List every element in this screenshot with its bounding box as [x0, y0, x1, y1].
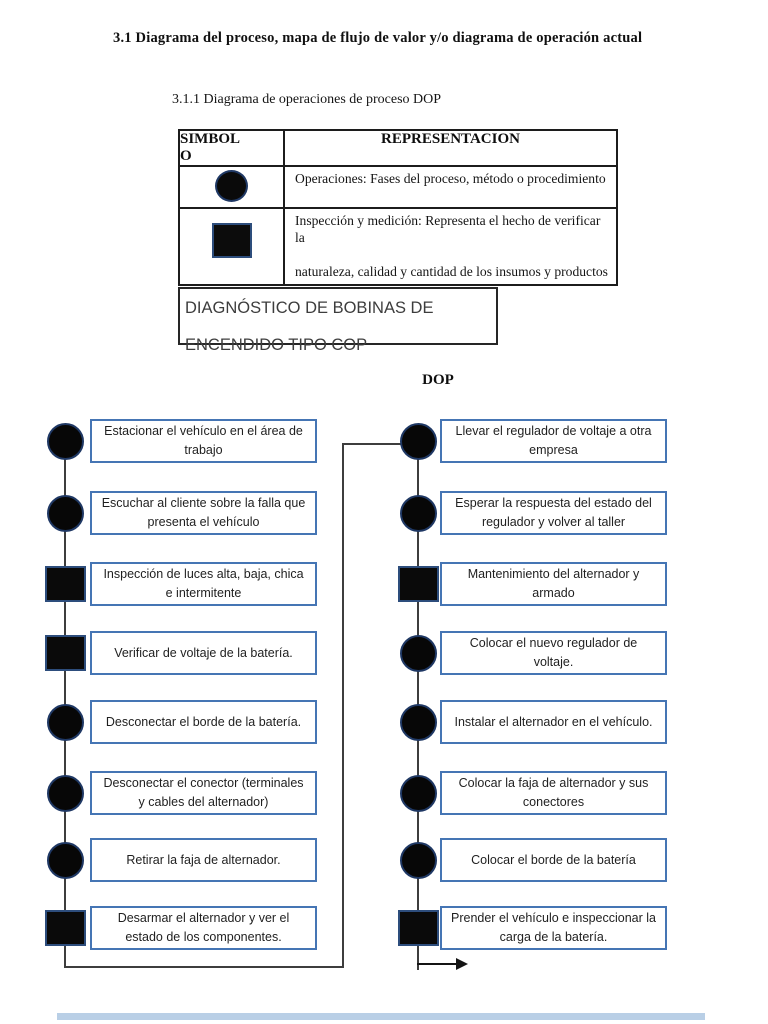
flow-step-box: Colocar el nuevo regulador de voltaje.	[440, 631, 667, 675]
subsection-title: 3.1.1 Diagrama de operaciones de proceso…	[172, 92, 442, 107]
inspection-symbol	[398, 910, 439, 946]
flow-step-box: Colocar el borde de la batería	[440, 838, 667, 882]
section-title: 3.1 Diagrama del proceso, mapa de flujo …	[113, 30, 643, 46]
process-symbol	[400, 495, 437, 532]
operation-text: Operaciones: Fases del proceso, método o…	[295, 170, 606, 186]
process-symbol	[400, 635, 437, 672]
flow-row-5: Desconectar el borde de la batería. Inst…	[0, 700, 768, 744]
diagnostic-line1: DIAGNÓSTICO DE BOBINAS DE	[185, 299, 434, 317]
operation-circle-icon	[215, 169, 248, 202]
inspection-symbol	[45, 566, 86, 602]
flow-step-box: Mantenimiento del alternador y armado	[440, 562, 667, 606]
operation-description: Operaciones: Fases del proceso, método o…	[283, 164, 618, 209]
header-simbolo: SIMBOLO	[178, 129, 285, 167]
flow-step-box: Desarmar el alternador y ver el estado d…	[90, 906, 317, 950]
table-row-operation: Operaciones: Fases del proceso, método o…	[178, 164, 618, 209]
flow-step-box: Estacionar el vehículo en el área de tra…	[90, 419, 317, 463]
flow-row-8: Desarmar el alternador y ver el estado d…	[0, 906, 768, 950]
flow-step-box: Desconectar el conector (terminales y ca…	[90, 771, 317, 815]
inspection-square-icon	[211, 222, 252, 258]
inspection-symbol	[45, 910, 86, 946]
inspection-text-line1: Inspección y medición: Representa el hec…	[295, 212, 601, 245]
page-edge-strip	[57, 1013, 705, 1020]
process-symbol	[47, 495, 84, 532]
flow-step-box: Llevar el regulador de voltaje a otra em…	[440, 419, 667, 463]
inspection-symbol-cell	[178, 206, 285, 286]
inspection-text-line2: naturaleza, calidad y cantidad de los in…	[295, 264, 608, 280]
bottom-horizontal-line	[64, 966, 344, 968]
flow-step-box: Retirar la faja de alternador.	[90, 838, 317, 882]
flow-step-box: Inspección de luces alta, baja, chica e …	[90, 562, 317, 606]
process-symbol	[400, 423, 437, 460]
process-symbol	[47, 704, 84, 741]
process-symbol	[47, 775, 84, 812]
operation-symbol-cell	[178, 164, 285, 209]
exit-arrow-line	[417, 963, 457, 965]
table-row-inspection: Inspección y medición: Representa el hec…	[178, 206, 618, 286]
arrow-right-icon	[456, 958, 468, 970]
middle-vertical-line	[342, 443, 344, 968]
table-header-row: SIMBOLO REPRESENTACION	[178, 129, 618, 167]
flow-step-box: Escuchar al cliente sobre la falla que p…	[90, 491, 317, 535]
flow-row-6: Desconectar el conector (terminales y ca…	[0, 771, 768, 815]
flow-step-box: Prender el vehículo e inspeccionar la ca…	[440, 906, 667, 950]
flow-step-box: Esperar la respuesta del estado del regu…	[440, 491, 667, 535]
flow-row-4: Verificar de voltaje de la batería. Colo…	[0, 631, 768, 675]
symbol-legend-table: SIMBOLO REPRESENTACION Operaciones: Fase…	[178, 129, 618, 286]
inspection-description: Inspección y medición: Representa el hec…	[283, 206, 618, 286]
dop-heading: DOP	[422, 372, 454, 388]
diagnostic-title-box: DIAGNÓSTICO DE BOBINAS DE ENCENDIDO TIPO…	[178, 287, 498, 354]
diagnostic-line2: ENCENDIDO TIPO COP	[185, 336, 368, 354]
inspection-symbol	[398, 566, 439, 602]
flow-row-7: Retirar la faja de alternador. Colocar e…	[0, 838, 768, 882]
process-symbol	[400, 704, 437, 741]
flow-row-3: Inspección de luces alta, baja, chica e …	[0, 562, 768, 606]
process-symbol	[47, 423, 84, 460]
flow-row-1: Estacionar el vehículo en el área de tra…	[0, 419, 768, 463]
process-symbol	[400, 775, 437, 812]
flow-step-box: Colocar la faja de alternador y sus cone…	[440, 771, 667, 815]
top-horizontal-line	[342, 443, 402, 445]
flow-row-2: Escuchar al cliente sobre la falla que p…	[0, 491, 768, 535]
header-representacion: REPRESENTACION	[283, 129, 618, 167]
flow-step-box: Verificar de voltaje de la batería.	[90, 631, 317, 675]
flow-step-box: Instalar el alternador en el vehículo.	[440, 700, 667, 744]
process-symbol	[400, 842, 437, 879]
process-symbol	[47, 842, 84, 879]
flow-step-box: Desconectar el borde de la batería.	[90, 700, 317, 744]
inspection-symbol	[45, 635, 86, 671]
